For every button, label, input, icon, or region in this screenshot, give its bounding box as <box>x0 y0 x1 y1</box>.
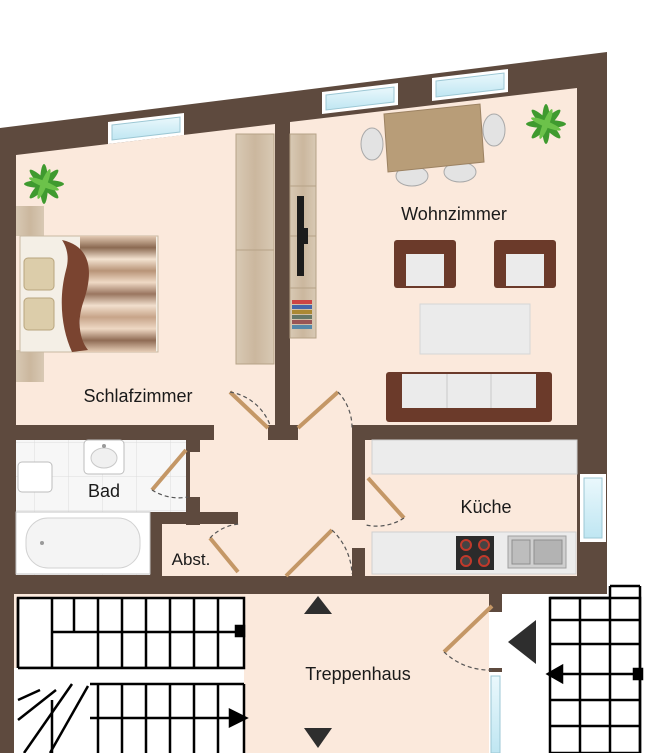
window-stair <box>489 672 502 753</box>
wall-abst-top <box>150 512 238 524</box>
coffee-table <box>419 303 531 355</box>
label-wohnzimmer: Wohnzimmer <box>401 204 507 224</box>
label-schlafzimmer: Schlafzimmer <box>83 386 192 406</box>
window-bedroom <box>108 113 184 144</box>
wall-h-left <box>0 425 214 440</box>
books <box>292 300 312 329</box>
window-kitchen <box>580 474 606 542</box>
tv-icon <box>297 196 308 276</box>
toilet-icon <box>17 461 53 493</box>
floor-abstellraum <box>162 524 238 576</box>
door-kueche <box>365 476 406 527</box>
armchair-right <box>494 240 556 288</box>
door-schlafzimmer <box>228 390 271 430</box>
sofa <box>386 372 552 422</box>
bed-icon <box>19 235 159 353</box>
wall-kitchen-left <box>352 425 365 520</box>
label-bad: Bad <box>88 481 120 501</box>
bathtub-icon <box>15 511 151 575</box>
nightstand-bottom <box>16 350 44 382</box>
arrow-up-icon <box>304 596 332 614</box>
wall-h-right <box>352 425 607 440</box>
sink-icon <box>83 439 125 475</box>
door-wohnung <box>284 528 353 578</box>
label-abstellraum: Abst. <box>172 550 211 569</box>
door-abstellraum <box>208 523 241 574</box>
door-bad <box>150 448 189 499</box>
wall-kitchen-left2 <box>352 548 365 578</box>
stove-icon <box>456 536 494 570</box>
sink-icon <box>507 535 567 569</box>
plant-icon <box>24 164 64 204</box>
wall-h-mid <box>268 425 298 440</box>
door-treppenhaus <box>442 604 494 671</box>
arrow-left-icon <box>508 620 536 664</box>
staircase-right <box>545 584 644 753</box>
wardrobe <box>235 133 275 365</box>
nightstand-top <box>16 206 44 236</box>
wall-abst-left <box>150 512 162 576</box>
window-living-2 <box>432 69 508 101</box>
staircase-left <box>14 596 249 753</box>
plant-icon <box>526 104 566 144</box>
wall-bed-living <box>275 122 290 428</box>
wall-bottom-right <box>352 576 607 594</box>
wall-bad-right <box>186 440 200 452</box>
label-kueche: Küche <box>460 497 511 517</box>
wall-bottom-left <box>0 576 285 594</box>
armchair-left <box>394 240 456 288</box>
window-living-1 <box>322 83 398 114</box>
wall-stair-left <box>0 594 14 753</box>
kitchen-counter-top <box>371 439 578 475</box>
arrow-down-icon <box>304 728 332 748</box>
dining-table <box>383 103 485 173</box>
door-wohnzimmer <box>296 390 353 430</box>
label-treppenhaus: Treppenhaus <box>305 664 410 684</box>
dining-set <box>360 103 506 187</box>
